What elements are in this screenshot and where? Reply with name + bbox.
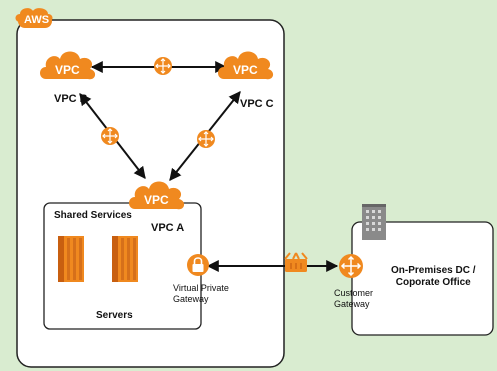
vpc-a-icon-text: VPC — [144, 193, 169, 207]
customer-gateway-label: Customer Gateway — [334, 288, 374, 309]
vpc-c-label: VPC C — [240, 98, 274, 110]
peering-router-left-icon — [100, 126, 120, 146]
lock-icon — [187, 254, 209, 276]
servers-label: Servers — [96, 310, 133, 321]
peering-router-right-icon — [196, 129, 216, 149]
vpc-a-label: VPC A — [151, 222, 185, 234]
shared-services-title: Shared Services — [54, 210, 132, 221]
vpc-b-label: VPC B — [54, 93, 88, 105]
virtual-private-gateway-label: Virtual Private Gateway — [173, 283, 229, 304]
aws-badge-label: AWS — [24, 14, 50, 26]
customer-gateway-router-icon — [339, 254, 363, 278]
building-icon — [362, 204, 386, 240]
peering-router-top-icon — [153, 56, 173, 76]
aws-badge-icon — [15, 8, 53, 28]
vpc-b-icon-text: VPC — [55, 63, 80, 77]
vpc-c-icon-text: VPC — [233, 63, 258, 77]
on-premises-label: On-Premises DC / Coporate Office — [391, 265, 476, 288]
vpn-icon — [284, 252, 308, 272]
server-icon — [112, 236, 138, 282]
on-premises-box — [351, 221, 494, 336]
server-icon — [58, 236, 84, 282]
